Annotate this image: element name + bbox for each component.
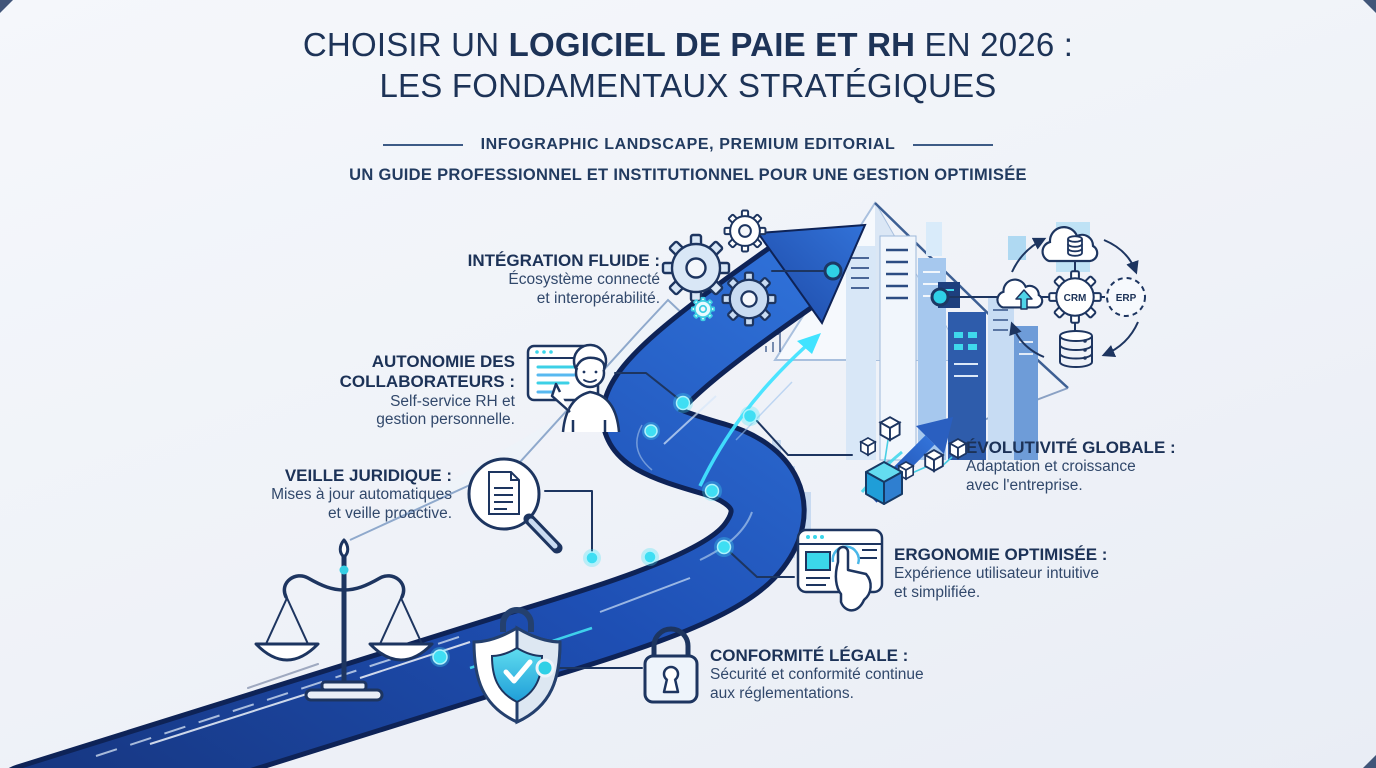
tagline: UN GUIDE PROFESSIONNEL ET INSTITUTIONNEL…	[349, 166, 1027, 184]
padlock-icon	[643, 626, 699, 704]
magnifier-document-icon	[467, 457, 563, 554]
title-suffix: EN 2026 :	[924, 26, 1074, 63]
scales-icon	[254, 538, 434, 702]
database-icon	[1059, 330, 1093, 368]
callout-title: CONFORMITÉ LÉGALE :	[710, 646, 909, 665]
kicker-text: INFOGRAPHIC LANDSCAPE, PREMIUM EDITORIAL	[480, 136, 896, 153]
callout-body: Adaptation et croissance	[966, 458, 1136, 476]
milestone-dot	[930, 287, 950, 307]
callout-body: et veille proactive.	[327, 504, 452, 522]
kicker-row: INFOGRAPHIC LANDSCAPE, PREMIUM EDITORIAL	[0, 136, 1376, 154]
cloud-database-icon	[1041, 226, 1099, 263]
callout-body: et interopérabilité.	[536, 289, 660, 307]
milestone-dot	[535, 658, 555, 678]
callout-autonomie: AUTONOMIE DES COLLABORATEURS : Self-serv…	[340, 352, 515, 430]
kicker-dash-right	[913, 144, 994, 146]
title-line1: CHOISIR UN LOGICIEL DE PAIE ET RH EN 202…	[0, 24, 1376, 65]
callout-title: ERGONOMIE OPTIMISÉE :	[894, 545, 1108, 564]
callout-evolutivite: ÉVOLUTIVITÉ GLOBALE : Adaptation et croi…	[966, 438, 1176, 496]
callout-body: avec l'entreprise.	[966, 476, 1083, 494]
cubes-growth-icon	[859, 416, 967, 505]
title-bold: LOGICIEL DE PAIE ET RH	[508, 26, 916, 63]
user-screen-icon	[526, 343, 621, 433]
callout-title: COLLABORATEURS :	[339, 372, 515, 392]
page-title: CHOISIR UN LOGICIEL DE PAIE ET RH EN 202…	[0, 24, 1376, 106]
cloud-upload-icon	[996, 278, 1044, 310]
ecosystem-diagram: CRM ERP	[996, 226, 1146, 368]
cycle-arrows	[1009, 237, 1139, 358]
title-line2: LES FONDAMENTAUX STRATÉGIQUES	[379, 67, 997, 104]
connector-lines	[544, 270, 1001, 669]
shield-check-icon	[472, 607, 562, 725]
callout-body: Écosystème connecté	[508, 271, 660, 289]
callout-body: Self-service RH et	[390, 392, 515, 410]
callout-veille: VEILLE JURIDIQUE : Mises à jour automati…	[271, 466, 452, 524]
callout-body: Expérience utilisateur intuitive	[894, 565, 1100, 583]
callout-body: gestion personnelle.	[376, 411, 515, 429]
callout-body: Sécurité et conformité continue	[710, 666, 924, 684]
milestone-dot	[823, 261, 843, 281]
kicker-dash-left	[382, 144, 463, 146]
callout-title: INTÉGRATION FLUIDE :	[467, 251, 660, 270]
browser-hand-icon	[796, 528, 884, 612]
callout-ergonomie: ERGONOMIE OPTIMISÉE : Expérience utilisa…	[894, 545, 1107, 603]
callout-body: aux réglementations.	[710, 684, 854, 702]
crm-label: CRM	[1064, 293, 1087, 304]
erp-circle-icon: ERP	[1106, 277, 1146, 317]
callout-conformite: CONFORMITÉ LÉGALE : Sécurité et conformi…	[710, 646, 924, 704]
crm-gear-icon: CRM	[1048, 270, 1102, 324]
milestone-dots	[430, 261, 950, 678]
erp-label: ERP	[1116, 293, 1137, 304]
callout-integration: INTÉGRATION FLUIDE : Écosystème connecté…	[468, 251, 660, 309]
callout-body: Mises à jour automatiques	[271, 486, 452, 504]
road-dots	[430, 393, 760, 667]
title-prefix: CHOISIR UN	[302, 26, 500, 63]
callout-title: VEILLE JURIDIQUE :	[284, 466, 452, 485]
callout-title: AUTONOMIE DES	[371, 352, 515, 371]
callout-body: et simplifiée.	[894, 583, 981, 601]
callout-title: ÉVOLUTIVITÉ GLOBALE :	[966, 438, 1176, 457]
